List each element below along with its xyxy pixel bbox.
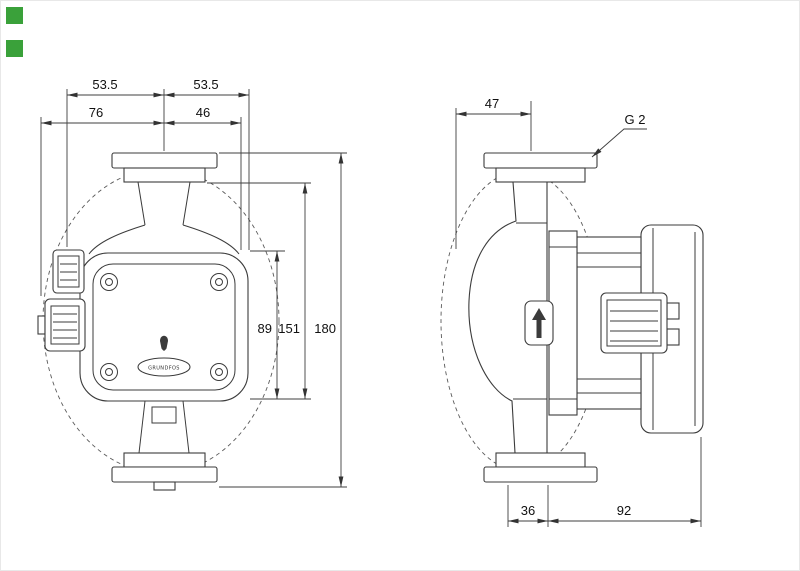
flow-direction-plate [524, 300, 554, 346]
grundfos-logo-text: GRUNDFOS [148, 366, 180, 372]
dim-53-5-left-label: 53.5 [92, 77, 117, 92]
front-top-flange [111, 152, 218, 183]
front-neck-top [88, 181, 240, 255]
front-corner-bolts [100, 273, 228, 381]
side-view [440, 152, 704, 483]
dim-180-label: 180 [314, 321, 336, 336]
dim-89-label: 89 [258, 321, 272, 336]
thread-callout: G 2 [591, 112, 647, 158]
green-marker-top [6, 7, 23, 24]
dim-47-label: 47 [485, 96, 499, 111]
side-dim-bottom: 36 92 [507, 437, 702, 527]
dim-151-label: 151 [278, 321, 300, 336]
front-terminal-plug-lower [37, 298, 86, 352]
dim-53-5-right-label: 53.5 [193, 77, 218, 92]
front-pump-housing [79, 252, 249, 402]
front-dim-top-row: 53.5 53.5 [66, 77, 250, 250]
green-marker-bottom [6, 40, 23, 57]
side-bottom-flange [483, 452, 598, 483]
side-plug-connector [600, 292, 680, 354]
side-dim-top: 47 [455, 96, 532, 249]
front-view: GRUNDFOS [37, 152, 280, 491]
front-bottom-flange [111, 452, 218, 491]
front-neck-bottom [138, 400, 190, 454]
dim-92-label: 92 [617, 503, 631, 518]
grundfos-emblem [160, 335, 168, 351]
flow-arrow-icon [532, 308, 546, 338]
front-dim-vertical: 89 151 180 [207, 152, 347, 488]
front-dim-second-row: 76 46 [40, 105, 242, 296]
dim-36-label: 36 [521, 503, 535, 518]
dim-76-label: 76 [89, 105, 103, 120]
front-terminal-plug-upper [52, 249, 85, 294]
grundfos-logo-badge: GRUNDFOS [137, 357, 191, 377]
side-clamp-ring [548, 230, 578, 416]
side-pump-body [468, 181, 548, 454]
side-top-flange [483, 152, 598, 183]
dim-46-label: 46 [196, 105, 210, 120]
thread-size-label: G 2 [625, 112, 646, 127]
